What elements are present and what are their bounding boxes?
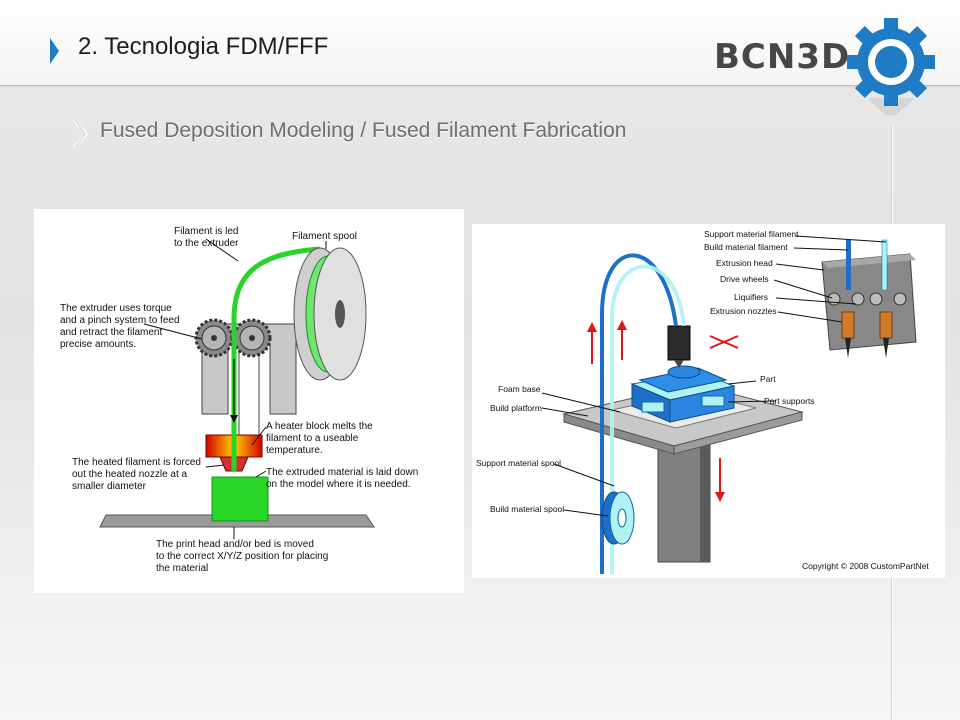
label-part-supports: Part supports (764, 396, 815, 406)
slide-title: 2. Tecnologia FDM/FFF (78, 33, 329, 60)
extrusion-head-small (667, 325, 691, 361)
gear-icon (847, 18, 935, 115)
printed-model (211, 476, 269, 522)
build-filament-tube (600, 253, 678, 574)
bcn3d-logo: BCN3D (714, 18, 935, 115)
fdm-machine-diagram: Support material filament Build material… (472, 224, 945, 578)
label-filament-spool: Filament spool (292, 231, 357, 242)
label-support-spool: Support material spool (476, 458, 561, 468)
label-support-filament: Support material filament (704, 229, 799, 239)
svg-text:BCN3D: BCN3D (714, 37, 850, 77)
feed-tube (238, 344, 260, 436)
slide-subtitle: Fused Deposition Modeling / Fused Filame… (100, 119, 627, 142)
label-part: Part (760, 374, 776, 384)
support-filament-tube (610, 264, 686, 574)
diagram-copyright: Copyright © 2008 CustomPartNet (802, 561, 929, 571)
drive-wheel-left (194, 318, 234, 358)
label-extrusion-head: Extrusion head (716, 258, 773, 268)
extrusion-head-detail (821, 239, 917, 358)
printed-part (630, 365, 736, 423)
filament-strand (231, 246, 321, 471)
subtitle-chevron-icon (72, 119, 88, 149)
slide-header (0, 0, 960, 86)
label-drive-wheels: Drive wheels (720, 274, 769, 284)
motion-arrows (587, 320, 739, 502)
label-extrusion-nozzles: Extrusion nozzles (710, 306, 777, 316)
bcn3d-logo-text: BCN3D (714, 37, 850, 77)
title-chevron-icon (50, 38, 59, 64)
filament-spool (293, 247, 367, 381)
label-build-platform: Build platform (490, 403, 542, 413)
label-foam-base: Foam base (498, 384, 541, 394)
build-material-spool (601, 491, 635, 545)
label-build-filament: Build material filament (704, 242, 788, 252)
label-build-spool: Build material spool (490, 504, 564, 514)
drive-wheel-right (232, 318, 272, 358)
label-liquifiers: Liquifiers (734, 292, 768, 302)
